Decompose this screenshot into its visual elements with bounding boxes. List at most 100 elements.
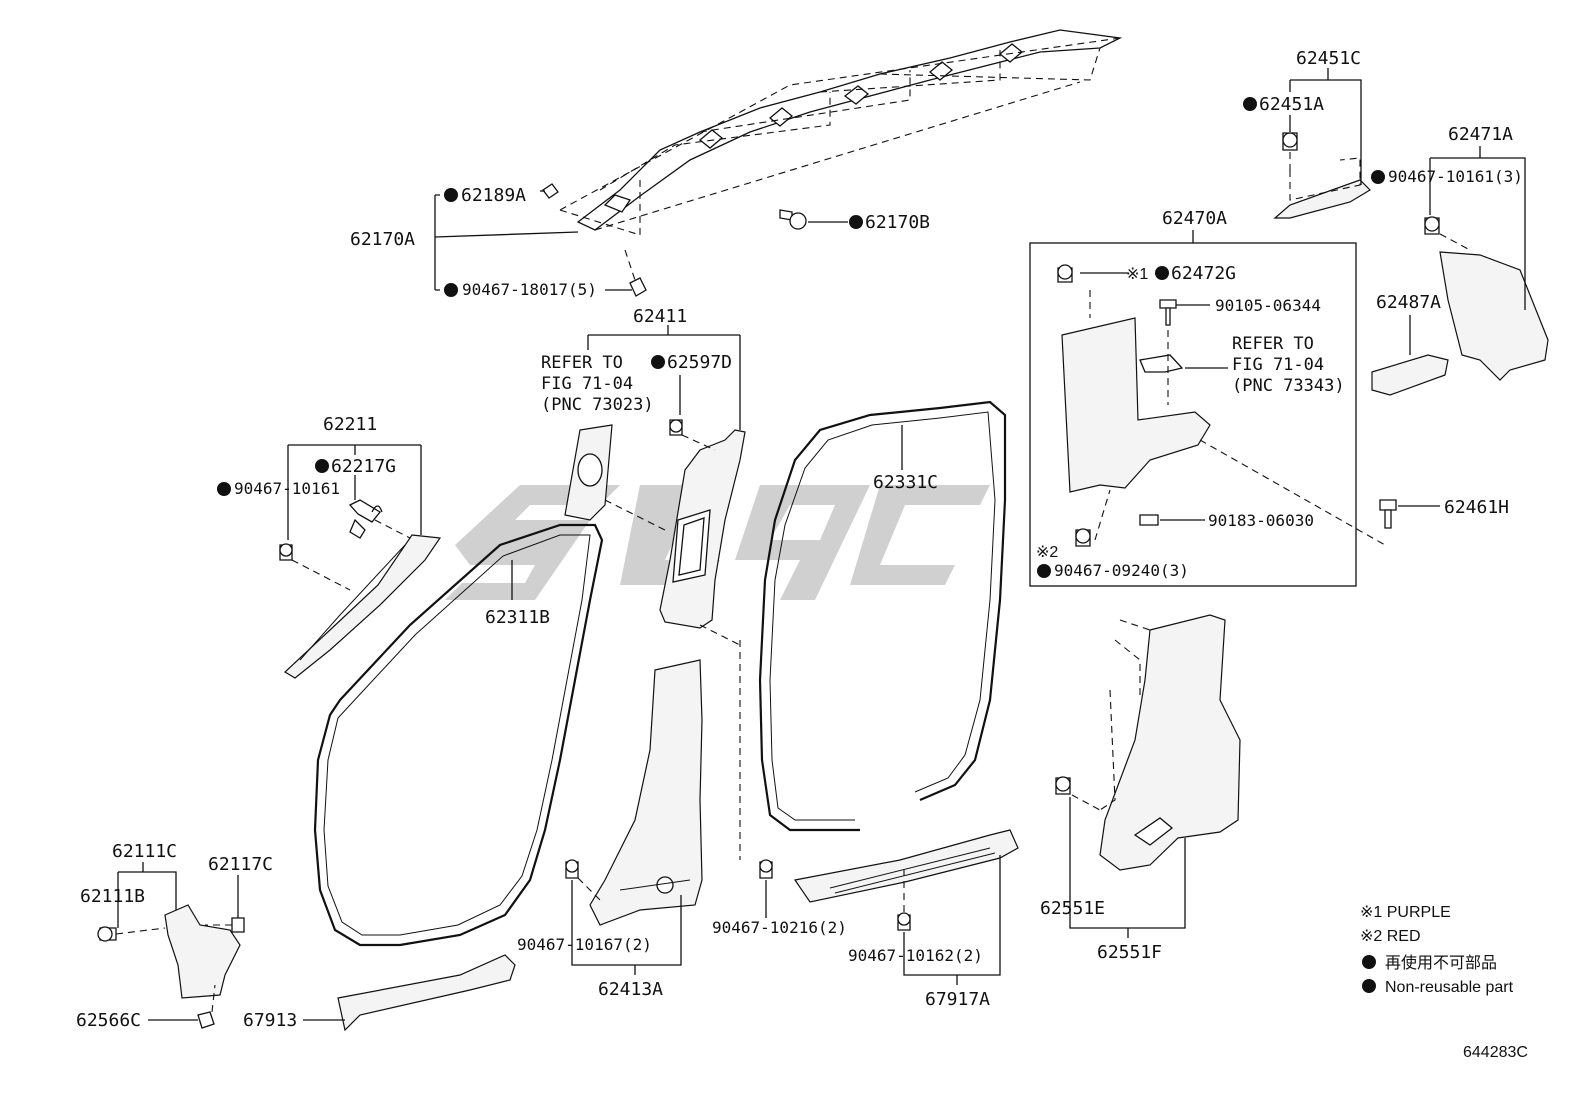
legend-nonreusable-jp: 再使用不可部品 <box>1385 954 1497 972</box>
label-62211: 62211 <box>323 414 377 435</box>
seat-belt-anchor-cover <box>564 424 613 521</box>
label-62472G: 62472G <box>1171 263 1236 284</box>
label-62117C: 62117C <box>208 854 273 875</box>
label-90467-10167: 90467-10167(2) <box>517 935 652 954</box>
label-90105-06344: 90105-06344 <box>1215 296 1321 315</box>
refer-text-1-line1: REFER TO <box>541 353 623 373</box>
label-67917A: 67917A <box>925 989 990 1010</box>
label-90467-09240: 90467-09240(3) <box>1054 561 1189 580</box>
legend-dot-jp <box>1362 955 1376 969</box>
legend: ※1 PURPLE ※2 RED 再使用不可部品 Non-reusable pa… <box>1360 904 1514 996</box>
clip-90467-10161 <box>279 543 351 591</box>
label-62551F: 62551F <box>1097 942 1162 963</box>
clip-90467-10216 <box>699 624 773 879</box>
box-62470A <box>1029 230 1357 587</box>
nonreusable-dot <box>315 459 329 473</box>
label-62331C: 62331C <box>873 472 938 493</box>
clip-62566C <box>197 984 216 1029</box>
label-62217G: 62217G <box>331 456 396 477</box>
label-90467-10216: 90467-10216(2) <box>712 918 847 937</box>
legend-dot-en <box>1362 979 1376 993</box>
roof-rail-garnish <box>559 29 1123 236</box>
clip-90467-09240 <box>1075 489 1111 547</box>
nonreusable-dot <box>1037 564 1051 578</box>
quarter-pillar-garnish <box>1439 251 1549 381</box>
nonreusable-dot <box>444 188 458 202</box>
leader-62170A <box>434 190 848 291</box>
garnish-62451C <box>1273 157 1371 219</box>
front-pillar-garnish <box>284 499 442 679</box>
label-62311B: 62311B <box>485 607 550 628</box>
rear-door-weatherstrip <box>758 400 1007 832</box>
label-90467-10161-3: 90467-10161(3) <box>1388 167 1523 186</box>
clip-62597D <box>669 419 716 451</box>
label-62566C: 62566C <box>76 1010 141 1031</box>
leader-67917A <box>903 855 1001 985</box>
nonreusable-dot <box>217 482 231 496</box>
refer-text-2-line3: (PNC 73343) <box>1232 376 1345 396</box>
clip-90467-18017 <box>624 249 647 297</box>
label-67913: 67913 <box>243 1010 297 1031</box>
clip-62111B <box>97 926 166 942</box>
label-62597D: 62597D <box>667 352 732 373</box>
cowl-side-trim <box>164 904 241 999</box>
figure-id: 644283C <box>1463 1044 1528 1061</box>
leader-62551F <box>1069 797 1186 938</box>
label-62170B: 62170B <box>865 212 930 233</box>
bolt-90105-06344 <box>1159 299 1210 405</box>
clip-62451A <box>1282 132 1298 172</box>
leader-62413A <box>571 880 767 975</box>
label-90183-06030: 90183-06030 <box>1208 511 1314 530</box>
nonreusable-dot <box>849 215 863 229</box>
refer-text-1-line2: FIG 71-04 <box>541 374 633 394</box>
refer-text-2-line2: FIG 71-04 <box>1232 355 1324 375</box>
leader-62211 <box>287 444 422 540</box>
clip-62117C <box>205 917 245 933</box>
legend-note-1: ※1 PURPLE <box>1360 904 1451 921</box>
center-pillar-upper-garnish <box>659 429 746 629</box>
label-62461H: 62461H <box>1444 497 1509 518</box>
cover-62487A <box>1371 315 1449 396</box>
label-62111C: 62111C <box>112 841 177 862</box>
label-62451A: 62451A <box>1259 94 1324 115</box>
clip-90467-10162 <box>897 870 911 931</box>
label-62411: 62411 <box>633 306 687 327</box>
center-pillar-lower-garnish <box>589 659 703 926</box>
leader-62411 <box>587 325 741 531</box>
mark-2: ※2 <box>1036 544 1058 561</box>
leader-62111C <box>117 862 239 1021</box>
clip-90467-10161-3 <box>1424 216 1471 251</box>
clip-62551E <box>1055 776 1101 811</box>
label-62111B: 62111B <box>80 886 145 907</box>
legend-note-2: ※2 RED <box>1360 928 1421 945</box>
center-pillar-rear-garnish <box>1061 317 1211 526</box>
nonreusable-dot <box>1371 170 1385 184</box>
legend-nonreusable-en: Non-reusable part <box>1385 979 1514 996</box>
refer-text-2-line1: REFER TO <box>1232 334 1314 354</box>
clip-62461H <box>1379 499 1440 529</box>
clip-62189A <box>542 183 559 199</box>
label-90467-18017: 90467-18017(5) <box>462 280 597 299</box>
nonreusable-dot <box>1243 97 1257 111</box>
clip-62472G <box>1057 264 1128 318</box>
leader-62471A <box>1429 146 1526 310</box>
label-90467-10161: 90467-10161 <box>234 479 340 498</box>
label-62189A: 62189A <box>461 185 526 206</box>
refer-text-1-line3: (PNC 73023) <box>541 395 654 415</box>
leader-90183-06030 <box>1160 439 1386 546</box>
nonreusable-dot <box>651 355 665 369</box>
label-62487A: 62487A <box>1376 292 1441 313</box>
clip-90467-10167 <box>565 859 601 901</box>
label-62471A: 62471A <box>1448 124 1513 145</box>
label-62451C: 62451C <box>1296 48 1361 69</box>
front-scuff-plate <box>303 954 516 1032</box>
front-door-weatherstrip <box>313 523 604 947</box>
label-62470A: 62470A <box>1162 208 1227 229</box>
label-62551E: 62551E <box>1040 898 1105 919</box>
label-62413A: 62413A <box>598 979 663 1000</box>
label-62170A: 62170A <box>350 229 415 250</box>
clip-62170B <box>779 209 807 230</box>
rear-scuff-plate <box>793 829 1019 903</box>
leader-62451C <box>1289 68 1362 185</box>
